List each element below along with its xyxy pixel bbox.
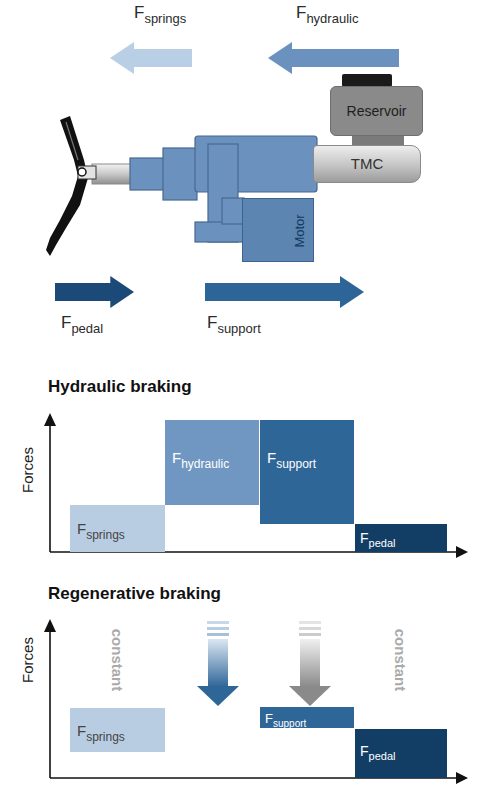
force-label: Fpedal <box>61 314 103 331</box>
reduction-arrow <box>197 686 239 706</box>
reduction-arrow <box>299 621 321 624</box>
force-subscript: springs <box>86 528 125 542</box>
arrow-shape <box>55 276 134 308</box>
reservoir-box: Reservoir <box>330 86 423 136</box>
force-bar: Fsprings <box>70 505 165 552</box>
brake-pedal <box>78 166 96 179</box>
force-symbol: Motor <box>292 214 307 247</box>
arrow-shape <box>205 276 364 308</box>
chart-title: Regenerative braking <box>48 585 221 604</box>
node-label: Motor <box>291 214 307 247</box>
reduction-arrow <box>299 633 321 636</box>
force-subscript: support <box>217 321 260 336</box>
force-label: Fsupport <box>207 314 261 331</box>
arrow-shape <box>268 42 399 74</box>
force-arrow: Fhydraulic <box>268 4 399 74</box>
constant-note: constant <box>392 629 409 692</box>
force-bar: Fsupport <box>260 707 354 728</box>
force-arrow: Fpedal <box>55 276 134 344</box>
node-label: Fhydraulic <box>172 450 229 466</box>
force-bar: Fsprings <box>70 708 165 752</box>
tmc-cylinder: TMC <box>313 145 421 183</box>
node-label: Fsupport <box>267 450 316 466</box>
booster-body <box>195 222 243 242</box>
reduction-arrow <box>207 627 229 630</box>
brake-pedal <box>46 116 88 256</box>
reduction-arrow <box>207 633 229 636</box>
force-symbol: F <box>265 711 273 726</box>
force-subscript: springs <box>86 730 125 744</box>
force-bar: Fhydraulic <box>165 420 259 505</box>
axis <box>44 413 468 784</box>
brake-pedal <box>78 168 86 176</box>
reduction-arrow <box>207 621 229 624</box>
force-symbol: F <box>207 313 217 332</box>
force-symbol: F <box>267 449 276 466</box>
force-subscript: pedal <box>369 750 396 762</box>
force-bar: Fsupport <box>260 420 354 524</box>
booster-body <box>163 148 197 200</box>
force-bar: Fpedal <box>355 729 447 778</box>
node-label: Fpedal <box>360 743 395 759</box>
brake-pedal <box>66 122 78 160</box>
force-symbol: F <box>360 743 369 759</box>
node-label: TMC <box>351 156 384 172</box>
reduction-arrow <box>300 639 320 687</box>
force-symbol: F <box>61 313 71 332</box>
axis <box>44 413 56 426</box>
force-arrow: Fsprings <box>110 4 192 74</box>
force-symbol: F <box>296 3 306 22</box>
pedal-rod <box>92 164 136 184</box>
axis <box>456 546 468 558</box>
force-symbol: F <box>77 520 86 537</box>
force-symbol: F <box>134 3 144 22</box>
force-symbol: F <box>77 722 86 739</box>
axis <box>49 630 51 778</box>
motor-box: Motor <box>242 198 314 262</box>
force-subscript: springs <box>144 11 186 26</box>
reduction-arrow <box>208 639 228 687</box>
force-subscript: hydraulic <box>306 11 358 26</box>
force-label: Fhydraulic <box>296 4 358 21</box>
brake-pedal <box>46 116 96 256</box>
constant-note: constant <box>109 629 126 692</box>
force-symbol: Reservoir <box>347 103 407 119</box>
node-label: Fpedal <box>360 530 395 546</box>
node-label: Fsprings <box>77 521 125 537</box>
force-symbol: F <box>360 530 369 546</box>
force-label: Fsprings <box>134 4 186 21</box>
reduction-arrow <box>197 621 239 706</box>
axis-label: Forces <box>20 447 37 493</box>
chart-title: Hydraulic braking <box>48 378 192 397</box>
force-arrow: Fsupport <box>205 276 364 344</box>
force-subscript: hydraulic <box>181 457 229 471</box>
node-label: Reservoir <box>347 103 407 119</box>
reduction-arrow <box>289 686 331 706</box>
axis <box>456 772 468 784</box>
force-subscript: support <box>276 457 316 471</box>
node-label: Fsprings <box>77 723 125 739</box>
axis-label: Forces <box>20 637 37 683</box>
force-symbol: F <box>172 449 181 466</box>
booster-body <box>130 158 166 190</box>
axis <box>44 619 56 632</box>
pedal-rod <box>92 164 136 184</box>
force-symbol: TMC <box>351 155 384 172</box>
reduction-arrow <box>289 621 331 706</box>
force-subscript: support <box>273 718 306 729</box>
arrow-shape <box>110 42 192 74</box>
axis <box>49 424 51 552</box>
reduction-arrow <box>299 627 321 630</box>
booster-body <box>222 198 244 224</box>
node-label: Fsupport <box>265 710 306 726</box>
force-subscript: pedal <box>71 321 103 336</box>
force-bar: Fpedal <box>355 524 447 552</box>
force-subscript: pedal <box>369 537 396 549</box>
